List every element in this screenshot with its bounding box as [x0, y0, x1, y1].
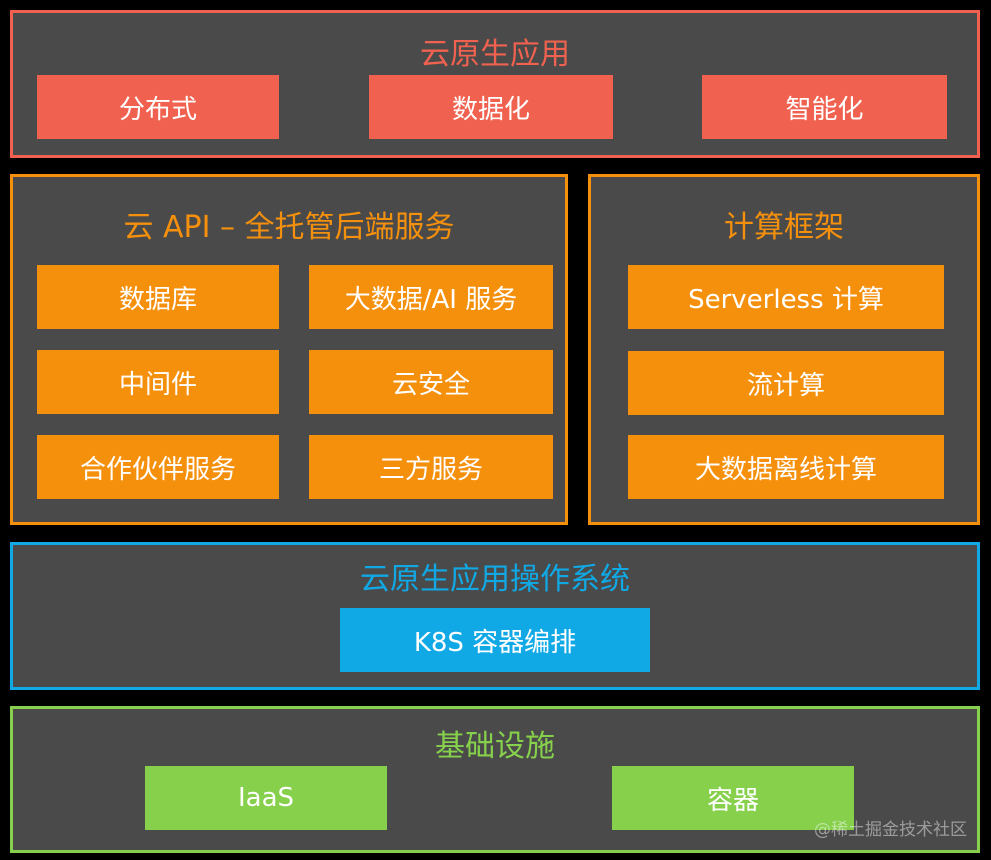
distributed-box: 分布式 — [37, 75, 279, 139]
bigdata-ai-box: 大数据/AI 服务 — [309, 265, 553, 329]
serverless-compute-box: Serverless 计算 — [628, 265, 944, 329]
container-box: 容器 — [612, 766, 854, 830]
cloud-native-apps-title: 云原生应用 — [420, 37, 570, 72]
cloud-os-panel: 云原生应用操作系统 K8S 容器编排 — [10, 542, 980, 690]
database-box: 数据库 — [37, 265, 279, 329]
infrastructure-title: 基础设施 — [435, 729, 555, 764]
data-driven-box: 数据化 — [369, 75, 613, 139]
cloud-api-panel: 云 API – 全托管后端服务 数据库 大数据/AI 服务 中间件 云安全 合作… — [10, 174, 568, 525]
cloud-os-title: 云原生应用操作系统 — [360, 562, 630, 597]
middleware-box: 中间件 — [37, 350, 279, 414]
cloud-security-box: 云安全 — [309, 350, 553, 414]
watermark: @稀土掘金技术社区 — [814, 820, 967, 840]
k8s-orchestration-box: K8S 容器编排 — [340, 608, 650, 672]
third-party-services-box: 三方服务 — [309, 435, 553, 499]
compute-framework-panel: 计算框架 Serverless 计算 流计算 大数据离线计算 — [588, 174, 980, 525]
offline-bigdata-compute-box: 大数据离线计算 — [628, 435, 944, 499]
iaas-box: IaaS — [145, 766, 387, 830]
cloud-api-title: 云 API – 全托管后端服务 — [123, 210, 455, 245]
partner-services-box: 合作伙伴服务 — [37, 435, 279, 499]
infrastructure-panel: 基础设施 IaaS 容器 — [10, 706, 980, 853]
stream-compute-box: 流计算 — [628, 351, 944, 415]
intelligent-box: 智能化 — [702, 75, 947, 139]
compute-framework-title: 计算框架 — [724, 210, 844, 245]
cloud-native-apps-panel: 云原生应用 分布式 数据化 智能化 — [10, 10, 980, 158]
